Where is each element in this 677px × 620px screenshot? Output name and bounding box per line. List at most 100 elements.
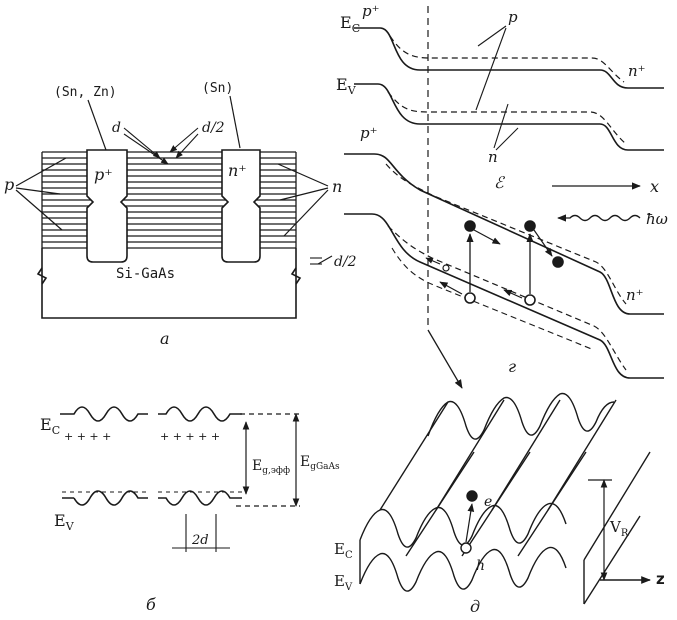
electron-1 (464, 220, 476, 232)
ec-valley-1 (405, 451, 475, 557)
projection-arrow (427, 329, 463, 389)
d-mark-arrow-1 (123, 127, 161, 159)
n-leader-2 (279, 187, 329, 201)
panel-g-caption: г (508, 357, 516, 376)
p-leader-1 (15, 157, 67, 187)
n-layers-label: n (332, 177, 342, 196)
ec-biased-dashed (385, 163, 627, 305)
electron-3 (552, 256, 564, 268)
ec-label-b: EC (40, 415, 60, 437)
p-leader-2 (475, 27, 507, 111)
panel-a-device-structure: p n (Sn, Zn) (Sn) p⁺ n⁺ d d/2 d/2 Si-GaA… (4, 81, 357, 348)
ec-ridge-1 (379, 401, 449, 511)
n-region-label: n (488, 148, 498, 166)
p-leader-3 (15, 189, 63, 231)
substrate-break-left (36, 267, 48, 285)
ec-valley-3 (517, 451, 587, 557)
p-plus-mid-label: p⁺ (360, 124, 378, 142)
ec-sheet-front-edge (359, 502, 567, 548)
conduction-band-wave-left (60, 406, 148, 422)
substrate-break-right (290, 267, 302, 285)
eg-gaas-label: EgGaAs (300, 454, 340, 472)
d-mark-arrow-2 (123, 133, 169, 165)
panel-b-band-diagram: EC + + + + + + + + + EV Eg,эфф EgGaAs 2d… (40, 406, 340, 614)
p-plus-top-label: p⁺ (362, 2, 380, 20)
ev-equilibrium-dashed (387, 91, 627, 145)
z-axis-label: z (656, 570, 665, 588)
ev-biased-solid (344, 213, 664, 379)
d-half-arrow-2 (175, 133, 199, 159)
n-leader-1 (493, 103, 509, 149)
n-plus-label: n⁺ (228, 161, 247, 180)
period-label: 2d (191, 533, 209, 548)
n-plus-top-label: n⁺ (628, 62, 646, 80)
x-axis-label: x (650, 177, 659, 196)
panel-a-caption: a (160, 329, 170, 348)
electron-drift-2 (533, 229, 553, 257)
panel-d-3d-bands: EC EV e h VR z д (334, 392, 665, 616)
d-half-top-label: d/2 (202, 120, 225, 136)
electron-2 (524, 220, 536, 232)
hole-drift-2 (503, 289, 523, 299)
valence-band-wave-left (62, 490, 148, 506)
donor-charges-left: + + + + (64, 430, 111, 443)
p-contact-material: (Sn, Zn) (54, 85, 117, 100)
electron-label: e (484, 494, 492, 510)
ev-label-b: EV (54, 511, 75, 533)
p-leader-2 (15, 187, 61, 195)
d-half-right-label: d/2 (334, 254, 357, 270)
valence-band-wave-right (158, 490, 242, 506)
n-plus-bottom-label: n⁺ (626, 286, 644, 304)
d-label: d (112, 120, 121, 136)
ev-equilibrium-solid (354, 83, 664, 151)
ev-biased-dashed-2 (391, 247, 595, 351)
n-leader-3 (283, 189, 329, 237)
hole-1 (464, 292, 476, 304)
ec-right-edge (583, 451, 651, 561)
electron-d (466, 490, 478, 502)
n-contact-leader (229, 95, 241, 149)
conduction-band-wave-right (158, 406, 242, 422)
ev-biased-dashed (387, 225, 627, 371)
ec-label-g: EC (340, 13, 360, 35)
p-layers-label: p (4, 175, 14, 194)
hole-2 (524, 294, 536, 306)
n-leader-2 (495, 127, 519, 151)
vr-label: VR (609, 518, 629, 539)
photon-wavy-arrow (557, 214, 641, 222)
ev-right-edge (583, 515, 641, 605)
n-contact-material: (Sn) (202, 81, 233, 96)
d-half-right-arrow (317, 255, 333, 265)
n-plus-contact (221, 149, 261, 263)
donor-charges-right: + + + + + (160, 430, 220, 443)
panel-g-band-profile: EC EV p⁺ p⁺ n⁺ n⁺ p n ℰ x ħω г (336, 2, 668, 389)
p-region-label: p (508, 8, 518, 26)
p-plus-contact (86, 149, 128, 263)
n-leader-1 (277, 163, 329, 187)
panel-b-caption: б (146, 595, 156, 614)
p-contact-leader (87, 99, 107, 151)
ev-sheet-front-edge (359, 546, 567, 592)
ec-equilibrium-solid (354, 27, 664, 89)
ec-equilibrium-dashed (389, 35, 625, 83)
hole-d (460, 542, 472, 554)
ev-label-g: EV (336, 75, 357, 97)
eg-effective-label: Eg,эфф (252, 458, 290, 476)
ec-biased-solid (344, 153, 664, 315)
substrate-label: Si-GaAs (116, 266, 175, 282)
electron-drift-1 (473, 229, 501, 245)
field-label: ℰ (494, 173, 506, 192)
photon-label: ħω (646, 210, 668, 228)
hole-drift-3 (425, 257, 441, 265)
ev-label-d: EV (334, 572, 353, 593)
ec-sheet-back-edge (427, 392, 615, 440)
p-plus-label: p⁺ (94, 165, 113, 184)
ec-valley-2 (461, 451, 531, 557)
p-leader-1 (477, 25, 507, 47)
excitation-arrow-d (465, 503, 475, 543)
ec-label-d: EC (334, 540, 353, 561)
panel-d-caption: д (470, 597, 480, 616)
hole-label: h (476, 558, 485, 574)
hole-drift-1 (439, 281, 463, 295)
